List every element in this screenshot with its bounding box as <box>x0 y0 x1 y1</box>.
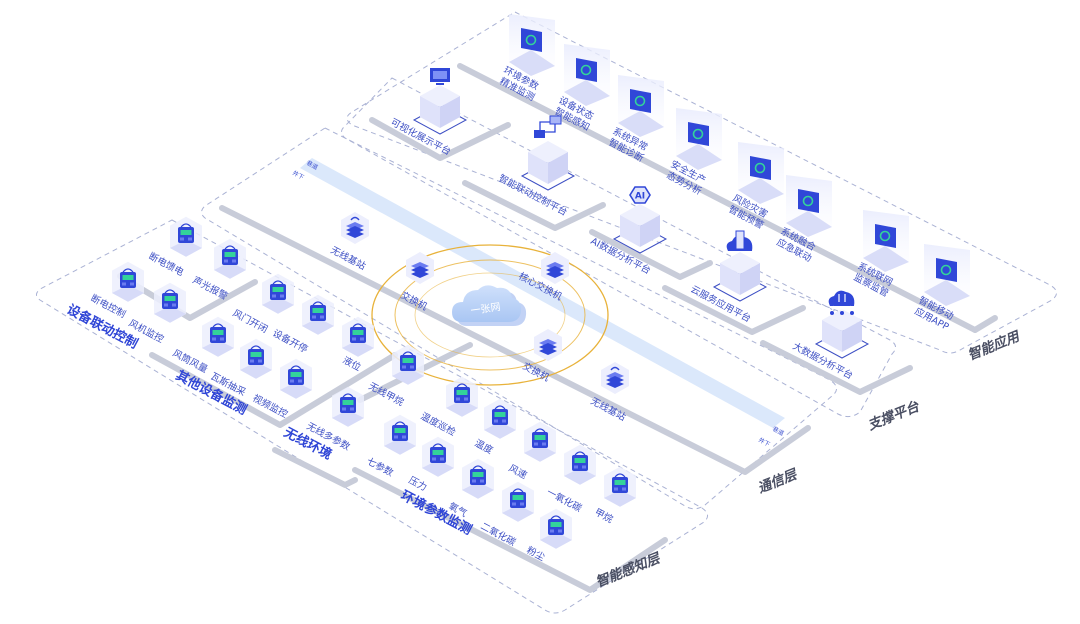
one-network-cloud: 一张网 <box>452 285 527 326</box>
monitor-icon <box>430 68 450 85</box>
env-item-label: 甲烷 <box>593 506 616 526</box>
sensor-device-icon <box>270 280 286 300</box>
env-item-2[interactable]: 温度 <box>473 398 516 457</box>
linkage-item-1[interactable]: 断电馈电 <box>147 216 202 279</box>
mobile-app-icon <box>936 258 957 282</box>
env-item-label: 风速 <box>507 463 529 482</box>
scan-icon <box>576 58 597 82</box>
other-item-label: 设备开停 <box>271 327 311 356</box>
floor-rails <box>117 63 998 593</box>
network-node-2[interactable]: 交换机 <box>399 252 434 313</box>
network-rings <box>371 244 609 386</box>
sensor-device-icon <box>532 428 548 448</box>
env-item-5[interactable]: 甲烷 <box>593 466 636 526</box>
other-item-label: 液位 <box>341 354 364 374</box>
layer-label-comm: 通信层 <box>756 466 801 497</box>
warning-icon <box>750 156 771 180</box>
env-item-label: 一氧化碳 <box>545 486 585 515</box>
sensor-device-icon <box>120 268 136 288</box>
switch-icon <box>411 262 429 278</box>
layer-outlines <box>36 11 1057 614</box>
platform-1[interactable]: 可视化展示平台 <box>389 68 468 158</box>
tunnel-bottom-label-a: 巷道 <box>771 425 785 438</box>
bigdata-cloud-icon <box>828 290 855 315</box>
switch-icon <box>539 339 557 355</box>
ai-badge-text: AI <box>635 192 645 202</box>
cloud-refresh-icon <box>521 28 542 52</box>
alarm-icon <box>630 89 651 113</box>
sense-layer-outline <box>36 219 708 614</box>
layer-label-platform: 支撑平台 <box>866 398 923 434</box>
linkage-item-3[interactable]: 断电控制 <box>89 261 144 321</box>
sensor-device-icon <box>210 323 226 343</box>
network-icon <box>875 224 896 248</box>
cloud-label: 一张网 <box>470 301 501 317</box>
sensor-device-icon <box>454 383 470 403</box>
wireless-item-1[interactable]: 无线甲烷 <box>367 344 424 409</box>
env-item-label: 温度巡检 <box>419 410 459 439</box>
sensor-device-icon <box>392 421 408 441</box>
other-item-3[interactable]: 液位 <box>341 316 374 374</box>
cloud-server-icon <box>726 230 753 251</box>
env-item-8[interactable]: 氧气 <box>447 458 494 520</box>
sync-icon <box>798 189 819 213</box>
platform-label: 智能联动控制平台 <box>497 172 570 218</box>
sensor-device-icon <box>340 393 356 413</box>
other-item-1[interactable]: 风门开闭 <box>231 273 294 336</box>
sensor-device-icon <box>572 451 588 471</box>
sensor-device-icon <box>162 289 178 309</box>
layer-label-app: 智能应用 <box>966 328 1023 364</box>
sensor-device-icon <box>612 473 628 493</box>
env-item-label: 温度 <box>473 437 496 457</box>
env-item-1[interactable]: 温度巡检 <box>419 376 478 439</box>
linkage-item-label: 声光报警 <box>191 274 231 303</box>
platform-4[interactable]: 云服务应用平台 <box>689 230 768 325</box>
network-node-label: 交换机 <box>399 289 430 313</box>
other-item-4[interactable]: 风筒风量 <box>171 316 234 376</box>
tunnel-top-label-b: 井下 <box>291 169 305 182</box>
sensor-device-icon <box>492 405 508 425</box>
layer-label-sense: 智能感知层 <box>594 550 664 591</box>
sensor-device-icon <box>470 465 486 485</box>
sensor-device-icon <box>310 301 326 321</box>
tunnel-bottom-label-b: 井下 <box>757 436 771 449</box>
linkage-item-label: 断电馈电 <box>147 250 187 279</box>
sensor-device-icon <box>288 365 304 385</box>
chart-icon <box>688 122 709 146</box>
wireless-base-station-icon <box>346 216 364 238</box>
env-item-4[interactable]: 一氧化碳 <box>545 444 596 515</box>
sensor-device-icon <box>548 515 564 535</box>
platform-5[interactable]: 大数据分析平台 <box>791 290 870 382</box>
core-switch-icon <box>546 262 564 278</box>
sensor-device-icon <box>400 351 416 371</box>
platform-layer-outline <box>341 77 896 418</box>
ai-chip-icon: AI <box>629 186 651 204</box>
sensor-device-icon <box>178 223 194 243</box>
env-item-10[interactable]: 粉尘 <box>525 508 572 564</box>
sensor-device-icon <box>430 443 446 463</box>
env-item-6[interactable]: 七参数 <box>365 414 416 479</box>
linked-screens-icon <box>534 115 562 138</box>
other-item-label: 风门开闭 <box>231 307 270 335</box>
sensor-device-icon <box>510 488 526 508</box>
sensor-device-icon <box>350 323 366 343</box>
sensor-device-icon <box>248 345 264 365</box>
wireless-base-station-icon <box>606 366 624 388</box>
sensor-device-icon <box>222 245 238 265</box>
network-node-label: 无线基站 <box>329 244 369 273</box>
